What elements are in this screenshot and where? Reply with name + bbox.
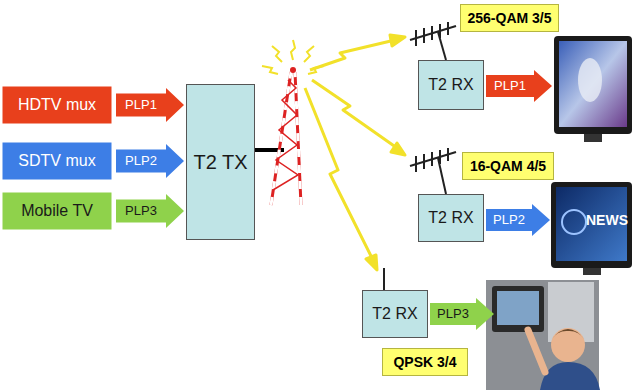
tv-screen [556,187,627,261]
headrest-screen-frame [492,286,544,332]
node-text: T2 TX [193,151,247,174]
tv-stand [584,134,602,142]
node-text: 16-QAM 4/5 [470,158,546,174]
tower-bracing [273,80,298,190]
arrow-fill [116,88,184,122]
plp-arrow: PLP3 [430,298,494,330]
source-mux-box: Mobile TV [2,192,112,230]
flat-tv [554,36,632,142]
antenna-element [431,152,433,166]
spark [272,46,282,62]
box-fill [419,61,484,110]
antenna-element [415,156,417,172]
child-hair [551,329,585,340]
tower-tip [290,67,296,73]
news-logo-ring [562,210,586,234]
plp-arrow: PLP1 [486,70,552,102]
node-text: Mobile TV [21,202,93,220]
antenna-element [423,154,425,169]
box-fill [461,5,559,32]
receiver-box: T2 RX [418,60,484,110]
modulation-tag: QPSK 3/4 [382,348,468,376]
box-fill [3,143,112,180]
beam-head [391,143,405,155]
node-text: PLP1 [125,98,157,113]
arrow-fill [116,144,184,178]
node-text: SDTV mux [18,152,95,170]
antenna-element [431,26,433,40]
node-text: 256-QAM 3/5 [467,10,551,26]
antenna-element [415,30,417,46]
modulation-tag: 16-QAM 4/5 [462,152,554,180]
plp-arrow: PLP3 [116,194,184,228]
antenna-element [423,28,425,43]
node-text: T2 RX [428,209,473,227]
tower-leg [295,72,301,205]
node-text: PLP3 [125,204,157,219]
rooftop-antenna [410,22,456,60]
whip-antenna [383,268,385,290]
tv-frame [551,182,632,268]
box-fill [383,349,468,376]
box-fill [3,87,112,124]
signal-beams [305,35,405,270]
transmitter-box: T2 TX [186,84,255,240]
node-text: QPSK 3/4 [393,354,456,370]
tv-stand [583,268,601,275]
antenna-element [447,22,449,35]
tv-frame [554,36,632,134]
node-text: PLP1 [494,79,526,94]
antenna-mast [438,158,446,194]
car-interior [486,280,599,390]
source-mux-box: SDTV mux [2,142,112,180]
screen-caption: NEWS [586,212,628,228]
headrest-screen [497,291,539,325]
tv-screen [559,41,627,127]
beam-head [390,35,405,46]
antenna-mast [438,32,446,60]
source-mux-box: HDTV mux [2,86,112,124]
signal-beam [305,88,372,258]
node-text: PLP2 [125,154,157,169]
plp-arrow: PLP1 [116,88,184,122]
arrow-fill [430,298,494,330]
child-body [540,362,600,390]
spark [291,40,295,60]
child-head [551,328,585,362]
plp-arrow: PLP2 [486,204,550,236]
box-fill [419,195,484,242]
plp-arrow: PLP2 [116,144,184,178]
modulation-tag: 256-QAM 3/5 [460,4,559,32]
screen-figure [578,58,602,102]
arrow-fill [116,194,184,228]
box-fill [3,193,112,230]
receiver-box: T2 RX [362,290,428,338]
beam-head [366,255,377,270]
child-arm [528,330,545,372]
rooftop-antenna [410,148,456,194]
arrow-fill [486,70,552,102]
node-text: T2 RX [428,76,473,94]
flat-tv [551,182,632,275]
antenna-element [447,148,449,161]
node-text: HDTV mux [18,96,96,114]
box-fill [363,291,428,338]
spark [304,46,314,62]
mobile-viewer-photo [486,280,600,390]
node-text: PLP3 [437,307,469,322]
receiver-box: T2 RX [418,194,484,242]
arrow-fill [486,204,550,236]
tower-leg-stripe [295,72,301,205]
node-text: PLP2 [493,213,525,228]
node-text: T2 RX [372,305,417,323]
signal-beam [310,40,395,70]
box-fill [463,153,554,180]
spark [262,66,278,74]
box-fill [187,85,255,240]
transmitter-tower [271,67,301,205]
